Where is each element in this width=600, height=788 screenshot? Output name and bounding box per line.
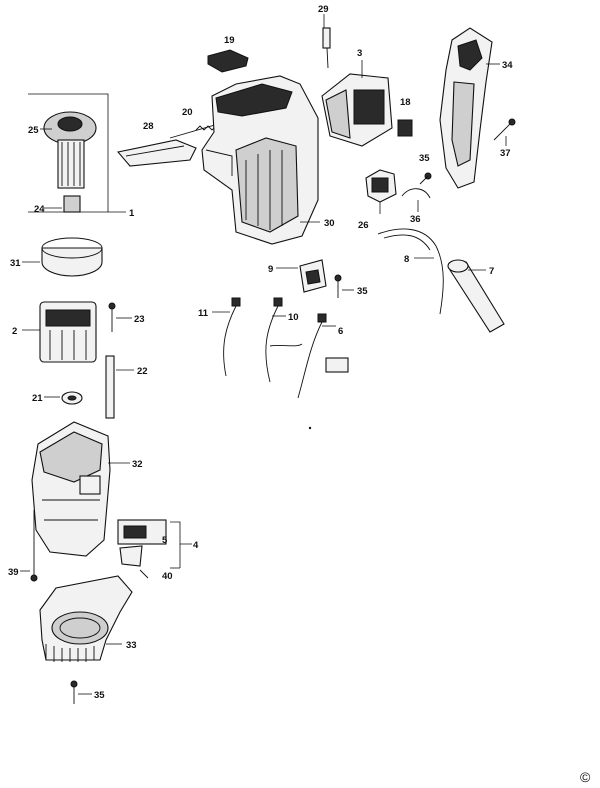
part-37-screw: [493, 118, 516, 141]
label-35-upper: 35: [419, 153, 430, 164]
label-24: 24: [34, 204, 45, 215]
part-29-pin: [322, 27, 331, 69]
label-9: 9: [268, 264, 273, 275]
copyright-symbol: ©: [580, 769, 591, 785]
label-23: 23: [134, 314, 145, 325]
label-19: 19: [224, 35, 235, 46]
label-11: 11: [198, 308, 209, 319]
part-36-clip: [401, 188, 431, 199]
part-35-screw-bottom: [70, 680, 78, 704]
label-31: 31: [10, 258, 21, 269]
part-10-wire: [265, 297, 303, 383]
part-39-long-screw: [30, 510, 38, 582]
label-37: 37: [500, 148, 511, 159]
label-8: 8: [404, 254, 409, 265]
part-25-fan: [43, 111, 97, 145]
label-18: 18: [400, 97, 411, 108]
part-26-capacitor: [365, 169, 397, 203]
part-35-screw-mid: [334, 274, 342, 298]
part-31-ring: [41, 237, 103, 277]
label-39: 39: [8, 567, 19, 578]
label-33: 33: [126, 640, 137, 651]
part-34-handle: [439, 27, 493, 189]
label-6: 6: [338, 326, 343, 337]
label-4: 4: [193, 540, 199, 551]
part-21-washer: [61, 391, 83, 405]
label-40: 40: [162, 571, 173, 582]
label-30: 30: [324, 218, 335, 229]
part-8-cable: [377, 228, 444, 315]
part-40-screw: [139, 569, 149, 579]
part-30-housing: [201, 75, 319, 245]
part-23-screw: [108, 302, 116, 332]
label-5: 5: [162, 535, 168, 546]
label-20: 20: [182, 107, 193, 118]
label-7: 7: [489, 266, 494, 277]
part-2-stator: [39, 301, 97, 363]
label-10: 10: [288, 312, 299, 323]
part-35-screw-upper: [419, 172, 432, 185]
label-28-upper: 28: [143, 121, 154, 132]
label-26: 26: [358, 220, 369, 231]
part-6-wire: [297, 313, 349, 399]
label-34: 34: [502, 60, 513, 71]
part-9-bracket: [299, 259, 327, 293]
label-29: 29: [318, 4, 329, 15]
label-22: 22: [137, 366, 148, 377]
part-22-rod: [105, 355, 115, 419]
label-1: 1: [129, 208, 135, 219]
dot-mark: [308, 426, 312, 430]
part-32-motor-housing: [31, 421, 111, 557]
label-35-mid: 35: [357, 286, 368, 297]
part-7-sleeve: [447, 259, 505, 333]
part-19-cap: [207, 49, 249, 73]
label-25: 25: [28, 125, 39, 136]
part-5-brush: [117, 519, 167, 567]
part-1-armature: [57, 139, 85, 189]
label-2: 2: [12, 326, 17, 337]
part-33-base: [39, 575, 133, 662]
label-3: 3: [357, 48, 362, 59]
part-24-bearing: [63, 195, 81, 213]
label-21: 21: [32, 393, 43, 404]
part-18-block: [397, 119, 413, 137]
label-36: 36: [410, 214, 421, 225]
label-35-bottom: 35: [94, 690, 105, 701]
part-28-plate: [116, 139, 197, 167]
part-11-wire: [223, 297, 241, 377]
label-32: 32: [132, 459, 143, 470]
part-3-switch: [321, 73, 393, 147]
